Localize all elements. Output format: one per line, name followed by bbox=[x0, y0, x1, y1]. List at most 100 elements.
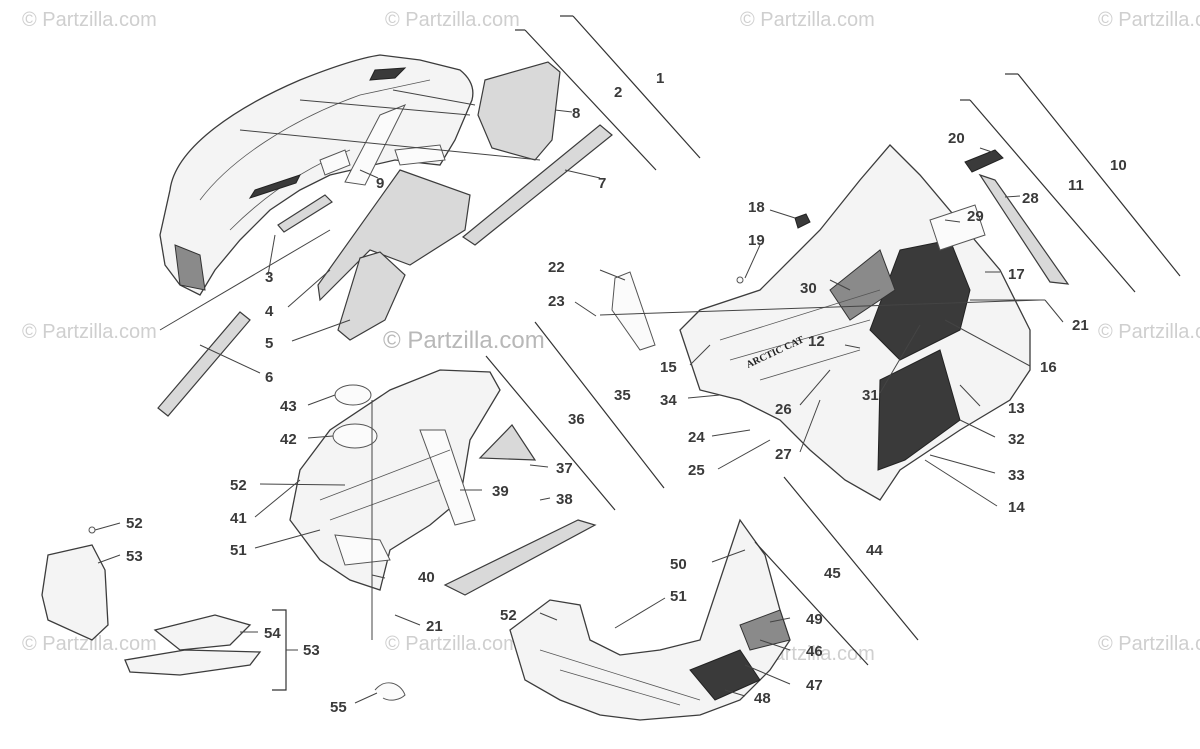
callout-30: 30 bbox=[800, 280, 817, 297]
leader-lines-upper-left bbox=[159, 89, 601, 374]
callout-54: 54 bbox=[264, 625, 281, 642]
clip-18 bbox=[794, 213, 811, 229]
seal-strip-28 bbox=[978, 173, 1070, 285]
callout-labels: 1 2 3 4 5 6 7 8 9 10 11 12 13 14 15 16 1… bbox=[126, 70, 1127, 716]
lower-center-assembly bbox=[289, 369, 501, 591]
callout-23: 23 bbox=[548, 293, 565, 310]
watermark-text: © Partzilla.com bbox=[385, 633, 520, 655]
callout-3: 3 bbox=[265, 269, 273, 286]
callout-19: 19 bbox=[748, 232, 765, 249]
callout-10: 10 bbox=[1110, 157, 1127, 174]
foam-37 bbox=[478, 424, 537, 461]
callout-26: 26 bbox=[775, 401, 792, 418]
callout-34: 34 bbox=[660, 392, 677, 409]
foam-pad-4 bbox=[317, 169, 471, 302]
callout-45: 45 bbox=[824, 565, 841, 582]
callout-21: 21 bbox=[426, 618, 443, 635]
watermark-text: © Partzilla.com bbox=[22, 633, 157, 655]
group-bracket-10-11 bbox=[960, 73, 1181, 293]
foam-pad-8 bbox=[477, 61, 561, 161]
leader-lines-skid bbox=[539, 549, 791, 697]
callout-6: 6 bbox=[265, 369, 273, 386]
callout-21: 21 bbox=[1072, 317, 1089, 334]
callout-20: 20 bbox=[948, 130, 965, 147]
leader-lines-center bbox=[254, 394, 551, 640]
callout-28: 28 bbox=[1022, 190, 1039, 207]
callout-52: 52 bbox=[126, 515, 143, 532]
callout-47: 47 bbox=[806, 677, 823, 694]
hood-part bbox=[159, 54, 474, 296]
callout-32: 32 bbox=[1008, 431, 1025, 448]
callout-52: 52 bbox=[500, 607, 517, 624]
bracket-22 bbox=[611, 271, 656, 351]
callout-27: 27 bbox=[775, 446, 792, 463]
grommet-52 bbox=[88, 526, 96, 534]
group-bracket-1-2 bbox=[515, 15, 701, 171]
callout-35: 35 bbox=[614, 387, 631, 404]
handle-20 bbox=[964, 149, 1004, 173]
foam-strip-6 bbox=[157, 311, 251, 417]
group-bracket-35-36 bbox=[485, 321, 665, 511]
trim-53b bbox=[124, 649, 262, 676]
callout-1: 1 bbox=[656, 70, 664, 87]
callout-17: 17 bbox=[1008, 266, 1025, 283]
watermark-text: © Partzilla.com bbox=[740, 9, 875, 31]
callout-55: 55 bbox=[330, 699, 347, 716]
callout-43: 43 bbox=[280, 398, 297, 415]
side-panel-assembly bbox=[679, 144, 1031, 501]
grommet-19 bbox=[736, 276, 744, 284]
clamp-55 bbox=[374, 682, 406, 701]
trim-54 bbox=[153, 614, 252, 651]
callout-50: 50 bbox=[670, 556, 687, 573]
group-bracket-44-45 bbox=[754, 476, 919, 666]
shroud-53 bbox=[41, 544, 109, 641]
callout-24: 24 bbox=[688, 429, 705, 446]
callout-42: 42 bbox=[280, 431, 297, 448]
callout-14: 14 bbox=[1008, 499, 1025, 516]
callout-8: 8 bbox=[572, 105, 580, 122]
callout-39: 39 bbox=[492, 483, 509, 500]
foam-strip-3 bbox=[277, 194, 333, 233]
callout-15: 15 bbox=[660, 359, 677, 376]
foam-pad-5 bbox=[337, 251, 406, 341]
callout-7: 7 bbox=[598, 175, 606, 192]
leader-lines-lower-left bbox=[94, 522, 378, 704]
callout-11: 11 bbox=[1068, 177, 1084, 194]
watermark-text: © Partzilla.com bbox=[22, 9, 157, 31]
callout-51: 51 bbox=[670, 588, 687, 605]
watermark-text: © Partzilla.com bbox=[22, 321, 157, 343]
watermark-text: © Partzilla.com bbox=[1098, 633, 1200, 655]
callout-46: 46 bbox=[806, 643, 823, 660]
skid-plate-assembly bbox=[509, 518, 791, 721]
callout-13: 13 bbox=[1008, 400, 1025, 417]
watermark-text: © Partzilla.com bbox=[1098, 321, 1200, 343]
callout-22: 22 bbox=[548, 259, 565, 276]
callout-9: 9 bbox=[376, 175, 384, 192]
callout-2: 2 bbox=[614, 84, 622, 101]
callout-12: 12 bbox=[808, 333, 825, 350]
callout-25: 25 bbox=[688, 462, 705, 479]
callout-52: 52 bbox=[230, 477, 247, 494]
center-watermark: © Partzilla.com bbox=[383, 327, 545, 354]
leader-lines-right bbox=[574, 147, 1064, 507]
hood-assembly bbox=[159, 54, 474, 296]
callout-37: 37 bbox=[556, 460, 573, 477]
callout-33: 33 bbox=[1008, 467, 1025, 484]
callout-44: 44 bbox=[866, 542, 883, 559]
callout-18: 18 bbox=[748, 199, 765, 216]
callout-5: 5 bbox=[265, 335, 273, 352]
callout-40: 40 bbox=[418, 569, 435, 586]
callout-53: 53 bbox=[303, 642, 320, 659]
callout-36: 36 bbox=[568, 411, 585, 428]
watermark-text: © Partzilla.com bbox=[1098, 9, 1200, 31]
callout-16: 16 bbox=[1040, 359, 1057, 376]
callout-51: 51 bbox=[230, 542, 247, 559]
callout-29: 29 bbox=[967, 208, 984, 225]
callout-31: 31 bbox=[862, 387, 879, 404]
watermark-text: © Partzilla.com bbox=[385, 9, 520, 31]
callout-41: 41 bbox=[230, 510, 247, 527]
callout-49: 49 bbox=[806, 611, 823, 628]
callout-38: 38 bbox=[556, 491, 573, 508]
foam-38 bbox=[443, 519, 597, 596]
